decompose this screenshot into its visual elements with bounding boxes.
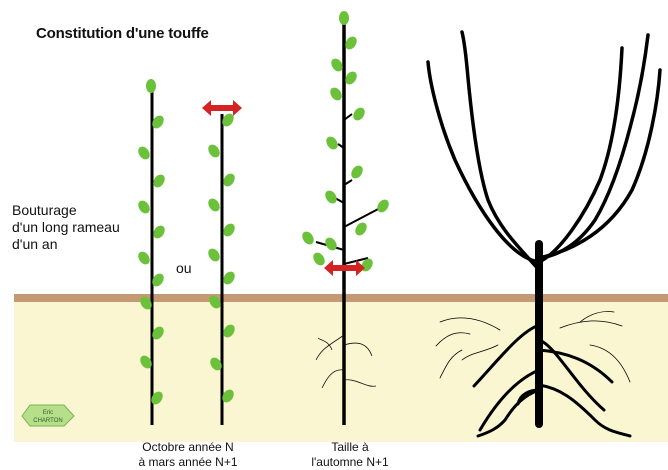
diagram-title: Constitution d'une touffe — [36, 25, 209, 42]
ground-line — [14, 294, 668, 302]
or-label: ou — [176, 260, 192, 276]
side-label: Bouturage d'un long rameau d'un an — [12, 202, 152, 253]
caption-middle-line1: Taille à — [300, 440, 400, 455]
caption-middle: Taille à l'automne N+1 — [300, 440, 400, 470]
caption-left-line2: à mars année N+1 — [128, 455, 248, 470]
author-badge-line1: Eric — [43, 410, 53, 416]
cut-arrow-1 — [202, 100, 242, 116]
caption-middle-line2: l'automne N+1 — [300, 455, 400, 470]
caption-left: Octobre année N à mars année N+1 — [128, 440, 248, 470]
side-label-line2: d'un long rameau — [12, 219, 152, 236]
side-label-line1: Bouturage — [12, 202, 152, 219]
side-label-line3: d'un an — [12, 236, 152, 253]
author-badge: Eric CHARTON — [22, 405, 74, 426]
caption-left-line1: Octobre année N — [128, 440, 248, 455]
author-badge-line2: CHARTON — [33, 418, 62, 424]
